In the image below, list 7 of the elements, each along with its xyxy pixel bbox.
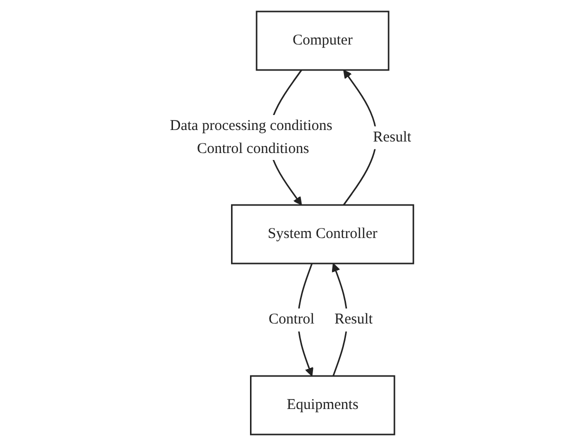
edge-label: Result — [372, 129, 412, 146]
node-box: System Controller — [230, 204, 414, 264]
node-box: Computer — [256, 10, 390, 71]
node-box: Equipments — [250, 375, 395, 436]
edge-label: Control — [268, 312, 314, 328]
edge-label: Data processing conditions Control conditions — [170, 118, 332, 156]
edge-label: Result — [334, 312, 373, 328]
